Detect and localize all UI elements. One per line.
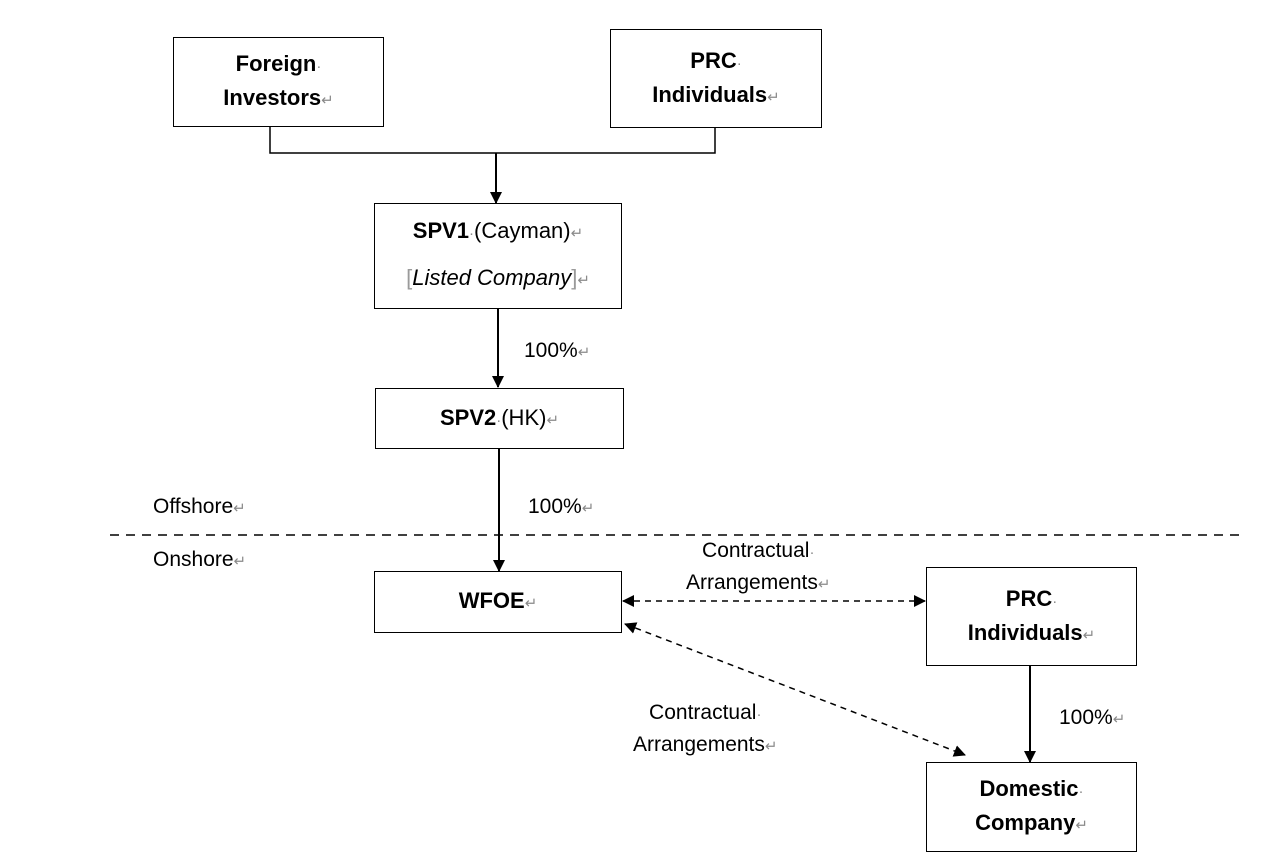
offshore-text: Offshore xyxy=(153,495,234,518)
foreign-investors-line2: Investors xyxy=(223,85,322,110)
ownership-value: 100% xyxy=(1059,706,1113,729)
prc-individuals-top-line2: Individuals xyxy=(652,81,768,107)
ownership-value: 100% xyxy=(524,339,578,362)
onshore-text: Onshore xyxy=(153,548,234,571)
wfoe-name: WFOE xyxy=(458,588,525,613)
paragraph-mark: ↵ xyxy=(1082,626,1096,644)
contractual-line1: Contractual xyxy=(649,701,757,724)
spv1-listed-note: Listed Company xyxy=(412,265,572,290)
offshore-label: Offshore↵ xyxy=(153,492,246,524)
spv1-jurisdiction: (Cayman) xyxy=(474,218,571,243)
wfoe-box: WFOE↵ xyxy=(374,571,622,633)
domestic-company-line1: Domestic xyxy=(979,776,1079,801)
paragraph-mark: ↵ xyxy=(233,500,246,517)
prc-individuals-bottom-line1: PRC xyxy=(1005,585,1053,611)
space-mark: · xyxy=(736,54,742,72)
paragraph-mark: ↵ xyxy=(1112,711,1126,728)
paragraph-mark: ↵ xyxy=(764,738,778,755)
paragraph-mark: ↵ xyxy=(817,576,831,593)
onshore-label: Onshore↵ xyxy=(153,545,246,577)
ownership-label-spv1-spv2: 100%↵ xyxy=(524,336,590,368)
paragraph-mark: ↵ xyxy=(581,500,595,517)
contractual-line2: Arrangements xyxy=(686,571,818,594)
spv1-name: SPV1 xyxy=(412,218,470,243)
paragraph-mark: ↵ xyxy=(570,225,584,242)
paragraph-mark: ↵ xyxy=(321,92,334,109)
space-mark: · xyxy=(469,225,475,242)
spv1-note-open-bracket: [ xyxy=(406,265,413,290)
space-mark: · xyxy=(316,58,322,75)
paragraph-mark: ↵ xyxy=(577,344,591,361)
shareholder-bracket-line xyxy=(269,127,716,154)
ownership-value: 100% xyxy=(528,495,582,518)
foreign-investors-line1: Foreign xyxy=(235,51,317,76)
paragraph-mark: ↵ xyxy=(1075,817,1088,834)
prc-individuals-top-line1: PRC xyxy=(690,47,737,73)
foreign-investors-box: Foreign· Investors↵ xyxy=(173,37,384,127)
contractual-label-wfoe-domestic: Contractual· Arrangements↵ xyxy=(633,698,777,762)
wfoe-domestic-contract-arrow xyxy=(624,622,966,757)
domestic-company-line2: Company xyxy=(975,810,1076,835)
paragraph-mark: ↵ xyxy=(524,595,538,612)
ownership-label-spv2-wfoe: 100%↵ xyxy=(528,492,594,524)
prc-individuals-bottom-box: PRC· Individuals↵ xyxy=(926,567,1137,666)
paragraph-mark: ↵ xyxy=(767,88,780,106)
space-mark: · xyxy=(1052,592,1058,610)
spv1-note-close-bracket: ] xyxy=(571,265,578,290)
prc-individuals-top-box: PRC· Individuals↵ xyxy=(610,29,822,128)
paragraph-mark: ↵ xyxy=(577,272,590,289)
space-mark: · xyxy=(809,544,815,561)
prc-individuals-bottom-line2: Individuals xyxy=(967,619,1083,645)
space-mark: · xyxy=(496,411,502,429)
space-mark: · xyxy=(1078,783,1084,800)
spv1-box: SPV1·(Cayman)↵ [Listed Company]↵ xyxy=(374,203,622,309)
spv2-name: SPV2 xyxy=(439,404,497,430)
contractual-line2: Arrangements xyxy=(633,733,765,756)
paragraph-mark: ↵ xyxy=(546,411,560,429)
spv2-jurisdiction: (HK) xyxy=(501,404,547,430)
contractual-label-wfoe-prc: Contractual· Arrangements↵ xyxy=(686,536,830,600)
space-mark: · xyxy=(756,706,762,723)
contractual-line1: Contractual xyxy=(702,539,810,562)
ownership-label-prc-domestic: 100%↵ xyxy=(1059,703,1125,735)
spv2-box: SPV2·(HK)↵ xyxy=(375,388,624,449)
paragraph-mark: ↵ xyxy=(233,553,247,570)
domestic-company-box: Domestic· Company↵ xyxy=(926,762,1137,852)
